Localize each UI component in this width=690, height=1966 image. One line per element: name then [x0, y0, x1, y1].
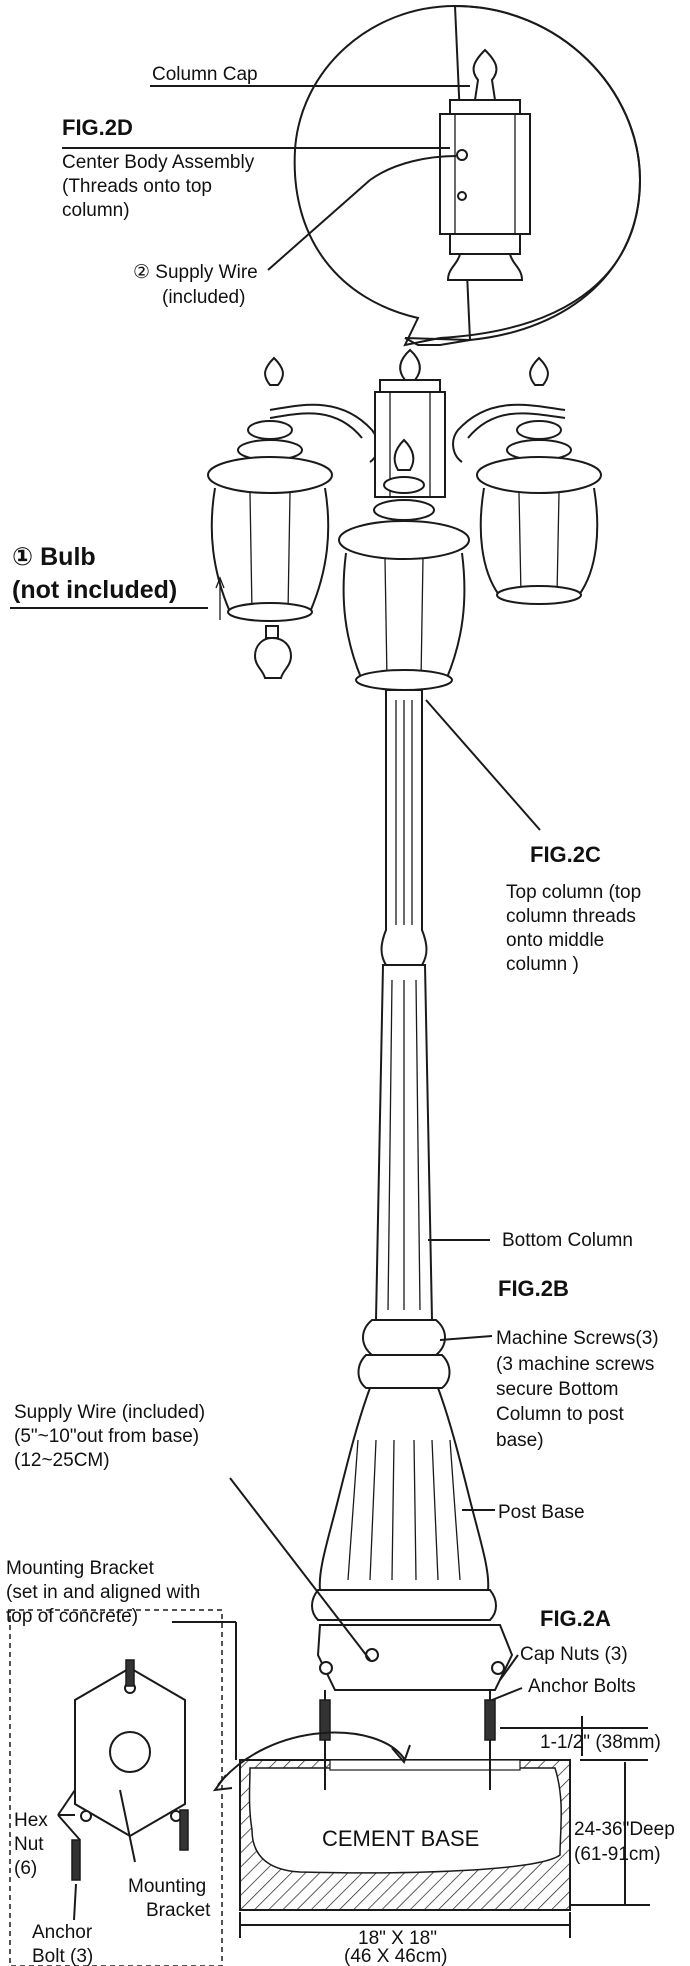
label-fig-2a: FIG.2A	[540, 1606, 611, 1631]
label-supply-wire-top-2: (included)	[162, 287, 245, 308]
label-mounting-bracket-3: top of concrete)	[6, 1606, 138, 1627]
label-hex-nut-3: (6)	[14, 1858, 37, 1879]
inset-detail	[9, 1609, 411, 1966]
label-anchor-bolt-inset-2: Bolt (3)	[32, 1946, 93, 1966]
label-dim-width-2: (46 X 46cm)	[344, 1946, 447, 1966]
label-mounting-bracket-2: (set in and aligned with	[6, 1582, 200, 1603]
label-cap-nuts: Cap Nuts (3)	[520, 1644, 628, 1665]
label-machine-screws-2: (3 machine screws	[496, 1354, 654, 1375]
label-mounting-bracket-1: Mounting Bracket	[6, 1558, 155, 1579]
label-anchor-bolt-inset-1: Anchor	[32, 1922, 93, 1943]
bulb-icon	[215, 576, 293, 679]
label-machine-screws-5: base)	[496, 1430, 544, 1451]
label-top-column-2: column threads	[506, 906, 636, 927]
label-supply-wire-bottom-1: Supply Wire (included)	[14, 1402, 205, 1423]
label-inset-bracket-2: Bracket	[146, 1900, 211, 1921]
label-center-body-2: (Threads onto top	[62, 176, 212, 197]
label-top-column-4: column )	[506, 954, 579, 975]
label-column-cap: Column Cap	[152, 64, 258, 85]
label-fig-2d: FIG.2D	[62, 115, 133, 140]
label-cement-base: CEMENT BASE	[322, 1826, 479, 1851]
label-fig-2b: FIG.2B	[498, 1276, 569, 1301]
label-hex-nut-2: Nut	[14, 1834, 44, 1855]
label-supply-wire-bottom-3: (12~25CM)	[14, 1450, 110, 1471]
label-bottom-column: Bottom Column	[502, 1230, 633, 1251]
label-center-body-1: Center Body Assembly	[62, 152, 255, 173]
label-center-body-3: column)	[62, 200, 130, 221]
label-top-column-3: onto middle	[506, 930, 604, 951]
label-anchor-bolts: Anchor Bolts	[528, 1676, 636, 1697]
label-fig-2c: FIG.2C	[530, 842, 601, 867]
label-deep-1: 24-36"Deep	[574, 1819, 675, 1840]
label-machine-screws-4: Column to post	[496, 1404, 625, 1425]
label-machine-screws-1: Machine Screws(3)	[496, 1328, 659, 1349]
center-body-detail	[369, 48, 531, 281]
labels: Column Cap FIG.2D Center Body Assembly (…	[6, 64, 675, 1966]
label-top-column-1: Top column (top	[506, 882, 641, 903]
pole	[311, 689, 514, 1691]
detail-bubble	[293, 4, 642, 347]
label-bulb-2: (not included)	[12, 576, 177, 604]
label-deep-2: (61-91cm)	[574, 1844, 661, 1865]
label-post-base: Post Base	[498, 1502, 585, 1523]
cement-base	[239, 1690, 571, 1911]
leader-lines	[10, 85, 650, 1938]
label-dim-width-1: 18" X 18"	[358, 1928, 437, 1949]
label-depth-above: 1-1/2" (38mm)	[540, 1732, 661, 1753]
lamp-head	[207, 348, 602, 691]
label-supply-wire-top-1: ② Supply Wire	[133, 262, 258, 283]
label-supply-wire-bottom-2: (5"~10"out from base)	[14, 1426, 199, 1447]
label-hex-nut-1: Hex	[14, 1810, 48, 1831]
label-machine-screws-3: secure Bottom	[496, 1379, 619, 1400]
label-inset-bracket-1: Mounting	[128, 1876, 206, 1897]
label-bulb-1: ① Bulb	[12, 543, 96, 571]
